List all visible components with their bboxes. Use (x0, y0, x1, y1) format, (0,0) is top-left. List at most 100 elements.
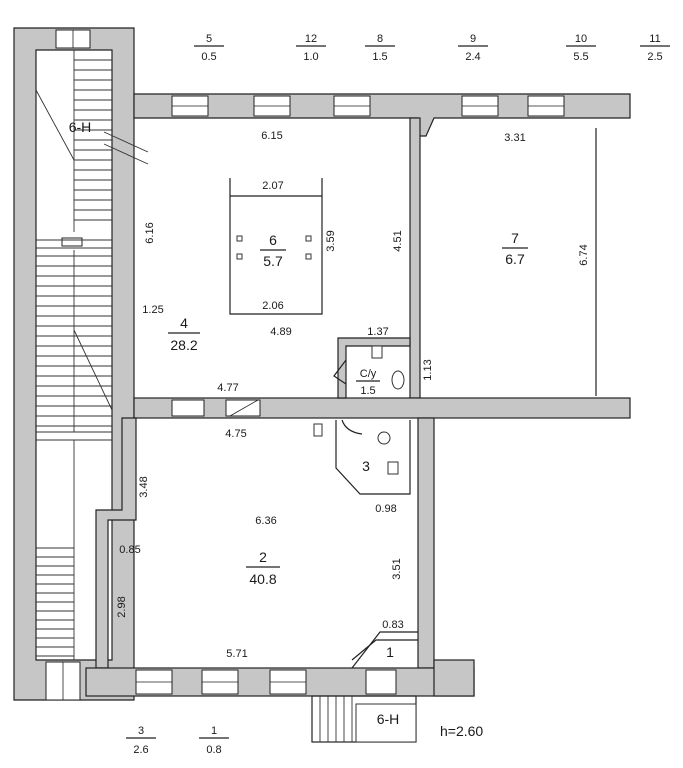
room-wc-label: С/у 1.5 (356, 368, 380, 397)
dim-label: 6.36 (255, 515, 276, 527)
legend-top: 5 0.5 12 1.0 8 1.5 9 2.4 10 5.5 11 2.5 (194, 33, 670, 63)
legend-bottom: 3 2.6 1 0.8 (126, 725, 229, 756)
svg-text:2: 2 (259, 549, 267, 565)
wc-toilet-icon (391, 370, 405, 390)
svg-text:6.7: 6.7 (505, 251, 525, 267)
svg-text:8: 8 (377, 33, 383, 45)
dim-label: 2.07 (262, 180, 283, 192)
room-2-label: 2 40.8 (246, 549, 280, 587)
room-3-label: 3 (362, 458, 370, 474)
room-1-partition (351, 631, 418, 669)
dim-label: 4.89 (270, 326, 291, 338)
svg-text:5: 5 (206, 33, 212, 45)
dim-label: 6.15 (261, 130, 282, 142)
svg-text:6: 6 (269, 232, 277, 248)
middle-wall (133, 397, 631, 419)
svg-text:0.8: 0.8 (206, 744, 221, 756)
svg-text:3: 3 (138, 725, 144, 737)
heater-icon (313, 423, 323, 437)
window-stair-top (55, 29, 91, 49)
legend-item: 9 2.4 (458, 33, 488, 63)
dim-label: 4.77 (217, 382, 238, 394)
window-top-2 (253, 95, 291, 117)
dim-label: 4.51 (392, 230, 404, 251)
right-stub-wall (433, 659, 475, 697)
wall-4-7 (409, 117, 421, 399)
door-middle-1 (171, 399, 205, 417)
entrance-door (365, 669, 397, 695)
svg-text:5.5: 5.5 (573, 51, 588, 63)
height-label: h=2.60 (440, 723, 483, 739)
room-3-outline (335, 420, 411, 495)
dim-label: 1.37 (367, 326, 388, 338)
svg-text:1: 1 (211, 725, 217, 737)
svg-text:1.0: 1.0 (303, 51, 318, 63)
legend-item: 1 0.8 (199, 725, 229, 756)
room-4-label: 4 28.2 (168, 315, 200, 353)
dim-label: 4.75 (225, 428, 246, 440)
windows (45, 29, 565, 701)
wc-sink-icon (371, 345, 383, 359)
room-7-label: 7 6.7 (502, 230, 528, 267)
window-top-3 (333, 95, 371, 117)
window-top-5 (527, 95, 565, 117)
dim-label: 3.51 (391, 558, 403, 579)
svg-text:С/у: С/у (360, 368, 377, 380)
svg-text:10: 10 (575, 33, 587, 45)
svg-text:9: 9 (470, 33, 476, 45)
svg-text:1.5: 1.5 (360, 385, 375, 397)
dim-label: 2.06 (262, 300, 283, 312)
dim-label: 3.48 (138, 476, 150, 497)
legend-item: 12 1.0 (296, 33, 326, 63)
window-top-1 (171, 95, 209, 117)
stair-landing-opening (61, 237, 83, 247)
dimensions: 6.15 3.31 2.07 6.16 3.59 4.51 6.74 2.06 … (116, 130, 590, 660)
stair-label-top: 6-Н (69, 119, 92, 135)
dim-label: 6.16 (144, 222, 156, 243)
dim-label: 3.31 (504, 132, 525, 144)
window-bottom-1 (135, 669, 173, 695)
room-1-label: 1 (386, 644, 394, 660)
svg-text:11: 11 (649, 33, 660, 45)
dim-label: 6.74 (578, 244, 590, 265)
wc-wall (337, 337, 411, 399)
legend-item: 3 2.6 (126, 725, 156, 756)
room-6-label: 6 5.7 (260, 232, 286, 269)
svg-text:28.2: 28.2 (170, 337, 197, 353)
dim-label: 0.85 (119, 544, 140, 556)
dim-label: 1.13 (422, 359, 434, 380)
svg-text:5.7: 5.7 (263, 253, 283, 269)
dim-label: 3.59 (325, 230, 337, 251)
dim-label: 0.83 (382, 619, 403, 631)
window-bottom-3 (269, 669, 307, 695)
window-stair-bottom (45, 661, 81, 701)
dim-label: 1.25 (142, 304, 163, 316)
window-top-4 (461, 95, 499, 117)
sink-icon (377, 431, 391, 445)
svg-text:2.4: 2.4 (465, 51, 480, 63)
svg-text:1.5: 1.5 (372, 51, 387, 63)
svg-text:40.8: 40.8 (249, 571, 276, 587)
window-bottom-2 (201, 669, 239, 695)
room-3-door-arc (341, 419, 363, 435)
svg-text:4: 4 (180, 315, 188, 331)
legend-item: 8 1.5 (365, 33, 395, 63)
legend-item: 10 5.5 (566, 33, 596, 63)
svg-text:12: 12 (305, 33, 317, 45)
room-6-enclosure (229, 178, 323, 315)
walls (13, 27, 631, 701)
wc-door-arc (333, 359, 347, 385)
legend-item: 5 0.5 (194, 33, 224, 63)
dim-label: 0.98 (375, 503, 396, 515)
dim-label: 5.71 (226, 648, 247, 660)
stairs-left (35, 50, 149, 660)
svg-text:2.6: 2.6 (133, 744, 148, 756)
entrance-steps (311, 695, 417, 743)
room-labels: 4 28.2 6 5.7 7 6.7 С/у 1.5 3 2 40.8 1 6-… (69, 119, 528, 739)
room2-right-wall (417, 417, 435, 669)
toilet-icon (387, 461, 399, 475)
stair-label-bottom: 6-Н (377, 711, 400, 727)
stair-tower-wall (13, 27, 135, 701)
svg-text:0.5: 0.5 (201, 51, 216, 63)
